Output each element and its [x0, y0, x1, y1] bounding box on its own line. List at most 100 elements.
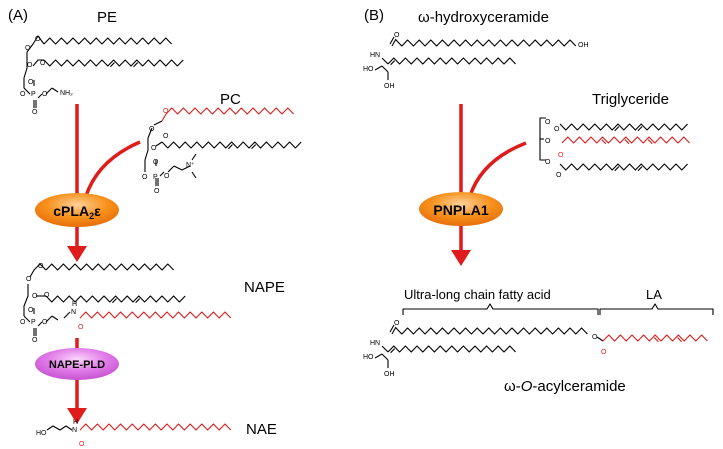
- triglyceride-label: Triglyceride: [592, 91, 669, 108]
- pc-atom-o5: O: [142, 174, 148, 181]
- pc-atom-o8: O: [154, 188, 160, 195]
- nape-chain-2: [45, 295, 186, 303]
- tg-chain-2-double-bond: [601, 139, 607, 145]
- acylcer-atom-o3: O: [601, 349, 607, 356]
- nape-chain-1: [45, 263, 174, 271]
- la-label: LA: [646, 287, 662, 302]
- nae-atom-ho: HO: [36, 430, 47, 437]
- pc-atom-o3: O: [151, 145, 157, 152]
- nae-chain: [79, 423, 232, 431]
- arrowhead-nape: [67, 246, 87, 262]
- pc-atom-nplus: N⁺: [186, 162, 195, 169]
- acylcer-atom-oh: OH: [384, 371, 395, 378]
- cer1-fa-chain: [395, 39, 577, 47]
- nape-atom-n: N: [71, 309, 76, 316]
- pe-chain-2-double-bond: [110, 62, 115, 68]
- pe-atom-o1: O: [35, 36, 41, 43]
- nape-atom-o5: O: [20, 319, 26, 326]
- acylcer-la-chain: [602, 334, 708, 342]
- pc-atom-p: P: [153, 174, 158, 181]
- pe-atom-o4: O: [27, 62, 33, 69]
- arrow-triglyceride-join: [468, 141, 527, 197]
- pe-atom-o8: O: [32, 109, 38, 116]
- tg-atom-o5: O: [558, 152, 564, 159]
- omega-hydroxyceramide-title: ω-hydroxyceramide: [418, 9, 549, 26]
- nape-structure: [23, 263, 71, 336]
- bracket-chain: [402, 303, 599, 315]
- nae-atom-h: H: [73, 419, 78, 426]
- nape-label: NAPE: [244, 279, 285, 296]
- pe-atom-o7: O: [28, 79, 34, 86]
- acylcer-sph-chain: [387, 345, 516, 353]
- pe-atom-o6: O: [42, 91, 48, 98]
- nape-chain-2-double-bond: [112, 298, 117, 304]
- pc-chain-2: [161, 141, 302, 149]
- nape-atom-p: P: [31, 319, 36, 326]
- acylcer-atom-o2: O: [592, 334, 598, 341]
- panel-b-label: (B): [364, 7, 384, 24]
- pe-chain-2: [43, 59, 184, 67]
- pc-atom-o6: O: [164, 173, 170, 180]
- pe-atom-o2: O: [25, 45, 31, 52]
- cer1-atom-o: O: [394, 32, 400, 39]
- omega-o-acylceramide-label: ω-O-acylceramide: [504, 378, 626, 395]
- arrow-pc-join: [84, 140, 141, 197]
- acylcer-fa-chain: [395, 327, 588, 335]
- pc-atom-o2: O: [163, 108, 169, 115]
- pe-chain-2-double-bond: [133, 62, 139, 68]
- tg-atom-o1: O: [545, 119, 551, 126]
- tg-atom-o2: O: [545, 138, 551, 145]
- pc-chain-2-double-bond: [228, 144, 233, 150]
- tg-chain-1: [559, 123, 688, 131]
- cer1-atom-oh-terminal: OH: [578, 42, 589, 49]
- ultra-long-chain-label: Ultra-long chain fatty acid: [404, 287, 551, 302]
- panel-a-label: (A): [8, 7, 28, 24]
- cer1-atom-ho: HO: [363, 66, 374, 73]
- pe-chain-1: [43, 37, 172, 45]
- tg-chain-2-double-bond: [624, 139, 630, 145]
- tg-atom-o4: O: [554, 126, 560, 133]
- triglyceride-structure: [539, 117, 546, 161]
- pc-chain-1: [165, 107, 294, 115]
- tg-chain-3-double-bond: [637, 166, 643, 172]
- tg-chain-3-double-bond: [614, 166, 620, 172]
- bracket-la: [599, 303, 714, 315]
- pc-atom-o7: O: [153, 159, 159, 166]
- cer1-atom-oh: OH: [384, 83, 395, 90]
- pc-label: PC: [220, 91, 241, 108]
- nape-atom-o2: O: [26, 276, 32, 283]
- cer1-sph-chain: [387, 57, 516, 65]
- nape-atom-o1: O: [38, 263, 44, 270]
- acylcer-atom-o1: O: [394, 320, 400, 327]
- acylcer-sph-chain-double-bond: [390, 348, 396, 354]
- nape-chain-3: [79, 311, 232, 319]
- pnpla1-ellipse: [419, 192, 503, 226]
- pe-structure: [23, 35, 59, 108]
- nape-pld-label: NAPE-PLD: [49, 359, 105, 371]
- tg-chain-2: [561, 136, 690, 144]
- nape-atom-o8: O: [32, 337, 38, 344]
- pe-atom-p: P: [31, 91, 36, 98]
- nape-chain-2-double-bond: [135, 298, 141, 304]
- acylcer-la-chain-double-bond: [653, 337, 659, 343]
- tg-chain-1-double-bond: [614, 126, 620, 132]
- pc-structure: [144, 113, 197, 186]
- acylceramide-structure: [374, 324, 604, 368]
- tg-chain-1-double-bond: [637, 126, 643, 132]
- tg-chain-2-double-bond: [647, 139, 653, 145]
- arrowhead-product: [451, 250, 471, 266]
- acylcer-atom-ho: HO: [363, 354, 374, 361]
- pe-label: PE: [97, 9, 117, 26]
- nae-atom-n: N: [72, 427, 77, 434]
- nae-atom-o: O: [79, 441, 85, 448]
- nae-label: NAE: [246, 421, 277, 438]
- tg-atom-o3: O: [545, 159, 551, 166]
- nape-atom-o3: O: [32, 293, 38, 300]
- acylcer-la-chain-double-bond: [677, 337, 682, 343]
- nape-atom-o6: O: [42, 319, 48, 326]
- nape-atom-o4: O: [44, 292, 50, 299]
- cer1-atom-hn: HN: [370, 52, 380, 59]
- tg-chain-3: [559, 163, 688, 171]
- pnpla1-label: PNPLA1: [433, 202, 488, 218]
